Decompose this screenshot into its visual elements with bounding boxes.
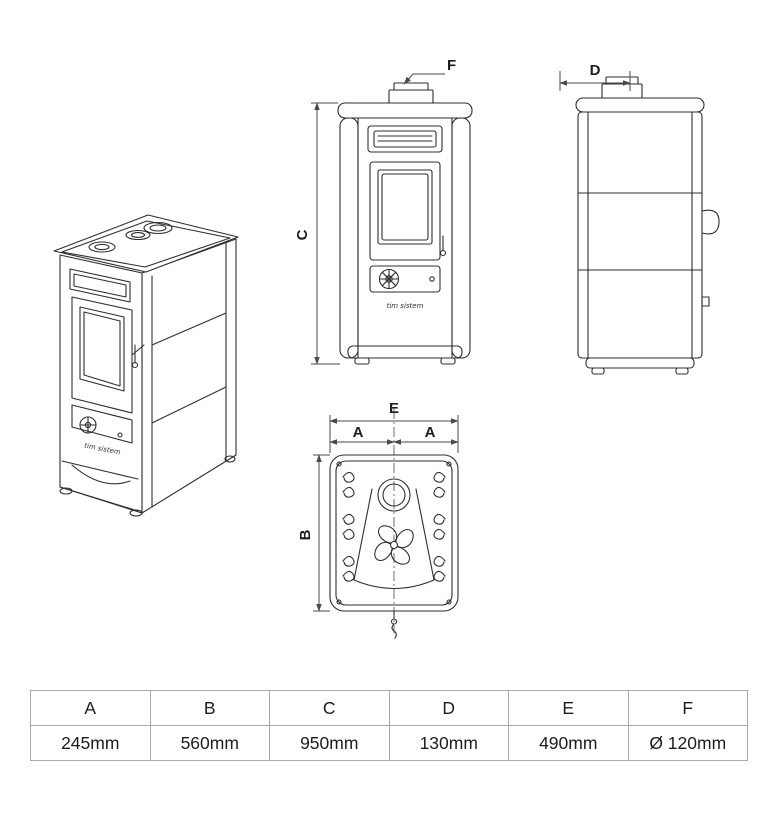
foot: [224, 455, 236, 463]
top-stove-outline: [329, 454, 459, 639]
vent-frame: [367, 125, 443, 153]
dimension-value-row: 245mm 560mm 950mm 130mm 490mm Ø 120mm: [30, 725, 748, 761]
dim-value-a: 245mm: [30, 725, 151, 761]
flue-collar-cap: [393, 82, 429, 91]
right-foot: [440, 357, 456, 365]
dim-label-e: E: [389, 400, 399, 417]
dim-label-d: D: [590, 62, 601, 79]
front-view: tim sistem C F: [294, 57, 473, 365]
dim-header-c: C: [269, 690, 390, 726]
ash-panel: [369, 265, 441, 293]
dim-value-d: 130mm: [388, 725, 509, 761]
left-foot: [354, 357, 370, 365]
dimension-table: A B C D E F 245mm 560mm 950mm 130mm 490m…: [30, 690, 748, 761]
top-view: E A A: [297, 400, 459, 639]
dimension-e: [329, 415, 459, 453]
front-panel: [357, 117, 453, 359]
right-scroll-ornaments: [433, 471, 446, 582]
door-handle-side: [701, 209, 720, 235]
top-body: [329, 454, 459, 612]
front-foot: [591, 367, 605, 375]
flue-leader-line: [403, 73, 445, 85]
dim-label-b: B: [297, 529, 314, 540]
damper-knob: [701, 296, 710, 307]
front-stove-outline: [337, 82, 473, 365]
dimension-header-row: A B C D E F: [30, 690, 748, 726]
vent-frame: [69, 268, 131, 303]
door-handle: [439, 249, 447, 257]
dim-header-a: A: [30, 690, 151, 726]
base: [585, 357, 695, 369]
door-handle: [131, 361, 139, 369]
base-arch: [71, 464, 131, 485]
dim-header-d: D: [388, 690, 509, 726]
dim-label-c: C: [294, 229, 311, 240]
flue-collar: [143, 221, 173, 235]
door-window: [377, 169, 433, 245]
side-stove-outline: [575, 76, 720, 375]
burner-plate-2: [125, 229, 151, 241]
side-body: [577, 111, 703, 359]
foot: [59, 487, 73, 495]
dim-label-f: F: [447, 57, 456, 74]
dimension-d: [559, 71, 631, 91]
base: [347, 345, 463, 359]
brand-text: tim sistem: [387, 302, 424, 310]
top-plate: [575, 97, 705, 113]
flue-collar: [388, 89, 434, 104]
windmill-ornament: [374, 525, 414, 565]
dim-value-e: 490mm: [508, 725, 629, 761]
door-window: [79, 306, 125, 392]
door-frame: [369, 161, 441, 261]
perspective-stove-outline: [53, 214, 239, 517]
dim-value-f: Ø 120mm: [627, 725, 748, 761]
dim-value-c: 950mm: [269, 725, 390, 761]
flue-opening: [377, 478, 411, 512]
dim-label-a-right: A: [425, 424, 436, 441]
dim-header-e: E: [508, 690, 629, 726]
top-plate: [53, 214, 239, 273]
burner-plate: [88, 241, 116, 253]
left-scroll-ornaments: [342, 471, 355, 582]
dim-header-f: F: [627, 690, 748, 726]
dimension-b: [313, 454, 330, 612]
side-view: D: [559, 62, 720, 375]
perspective-view: tim sistem: [53, 214, 239, 517]
flue-collar: [601, 83, 643, 99]
dim-value-b: 560mm: [149, 725, 270, 761]
damper-chain: [390, 610, 398, 639]
right-column: [451, 117, 471, 359]
ash-panel: [71, 404, 133, 444]
dimension-c: [311, 102, 340, 365]
top-plate: [337, 102, 473, 119]
side-panel: [141, 238, 237, 514]
dim-header-b: B: [149, 690, 270, 726]
foot: [129, 509, 143, 517]
dim-label-a-left: A: [353, 424, 364, 441]
rear-foot: [675, 367, 689, 375]
door-frame: [71, 296, 133, 414]
left-column: [339, 117, 359, 359]
